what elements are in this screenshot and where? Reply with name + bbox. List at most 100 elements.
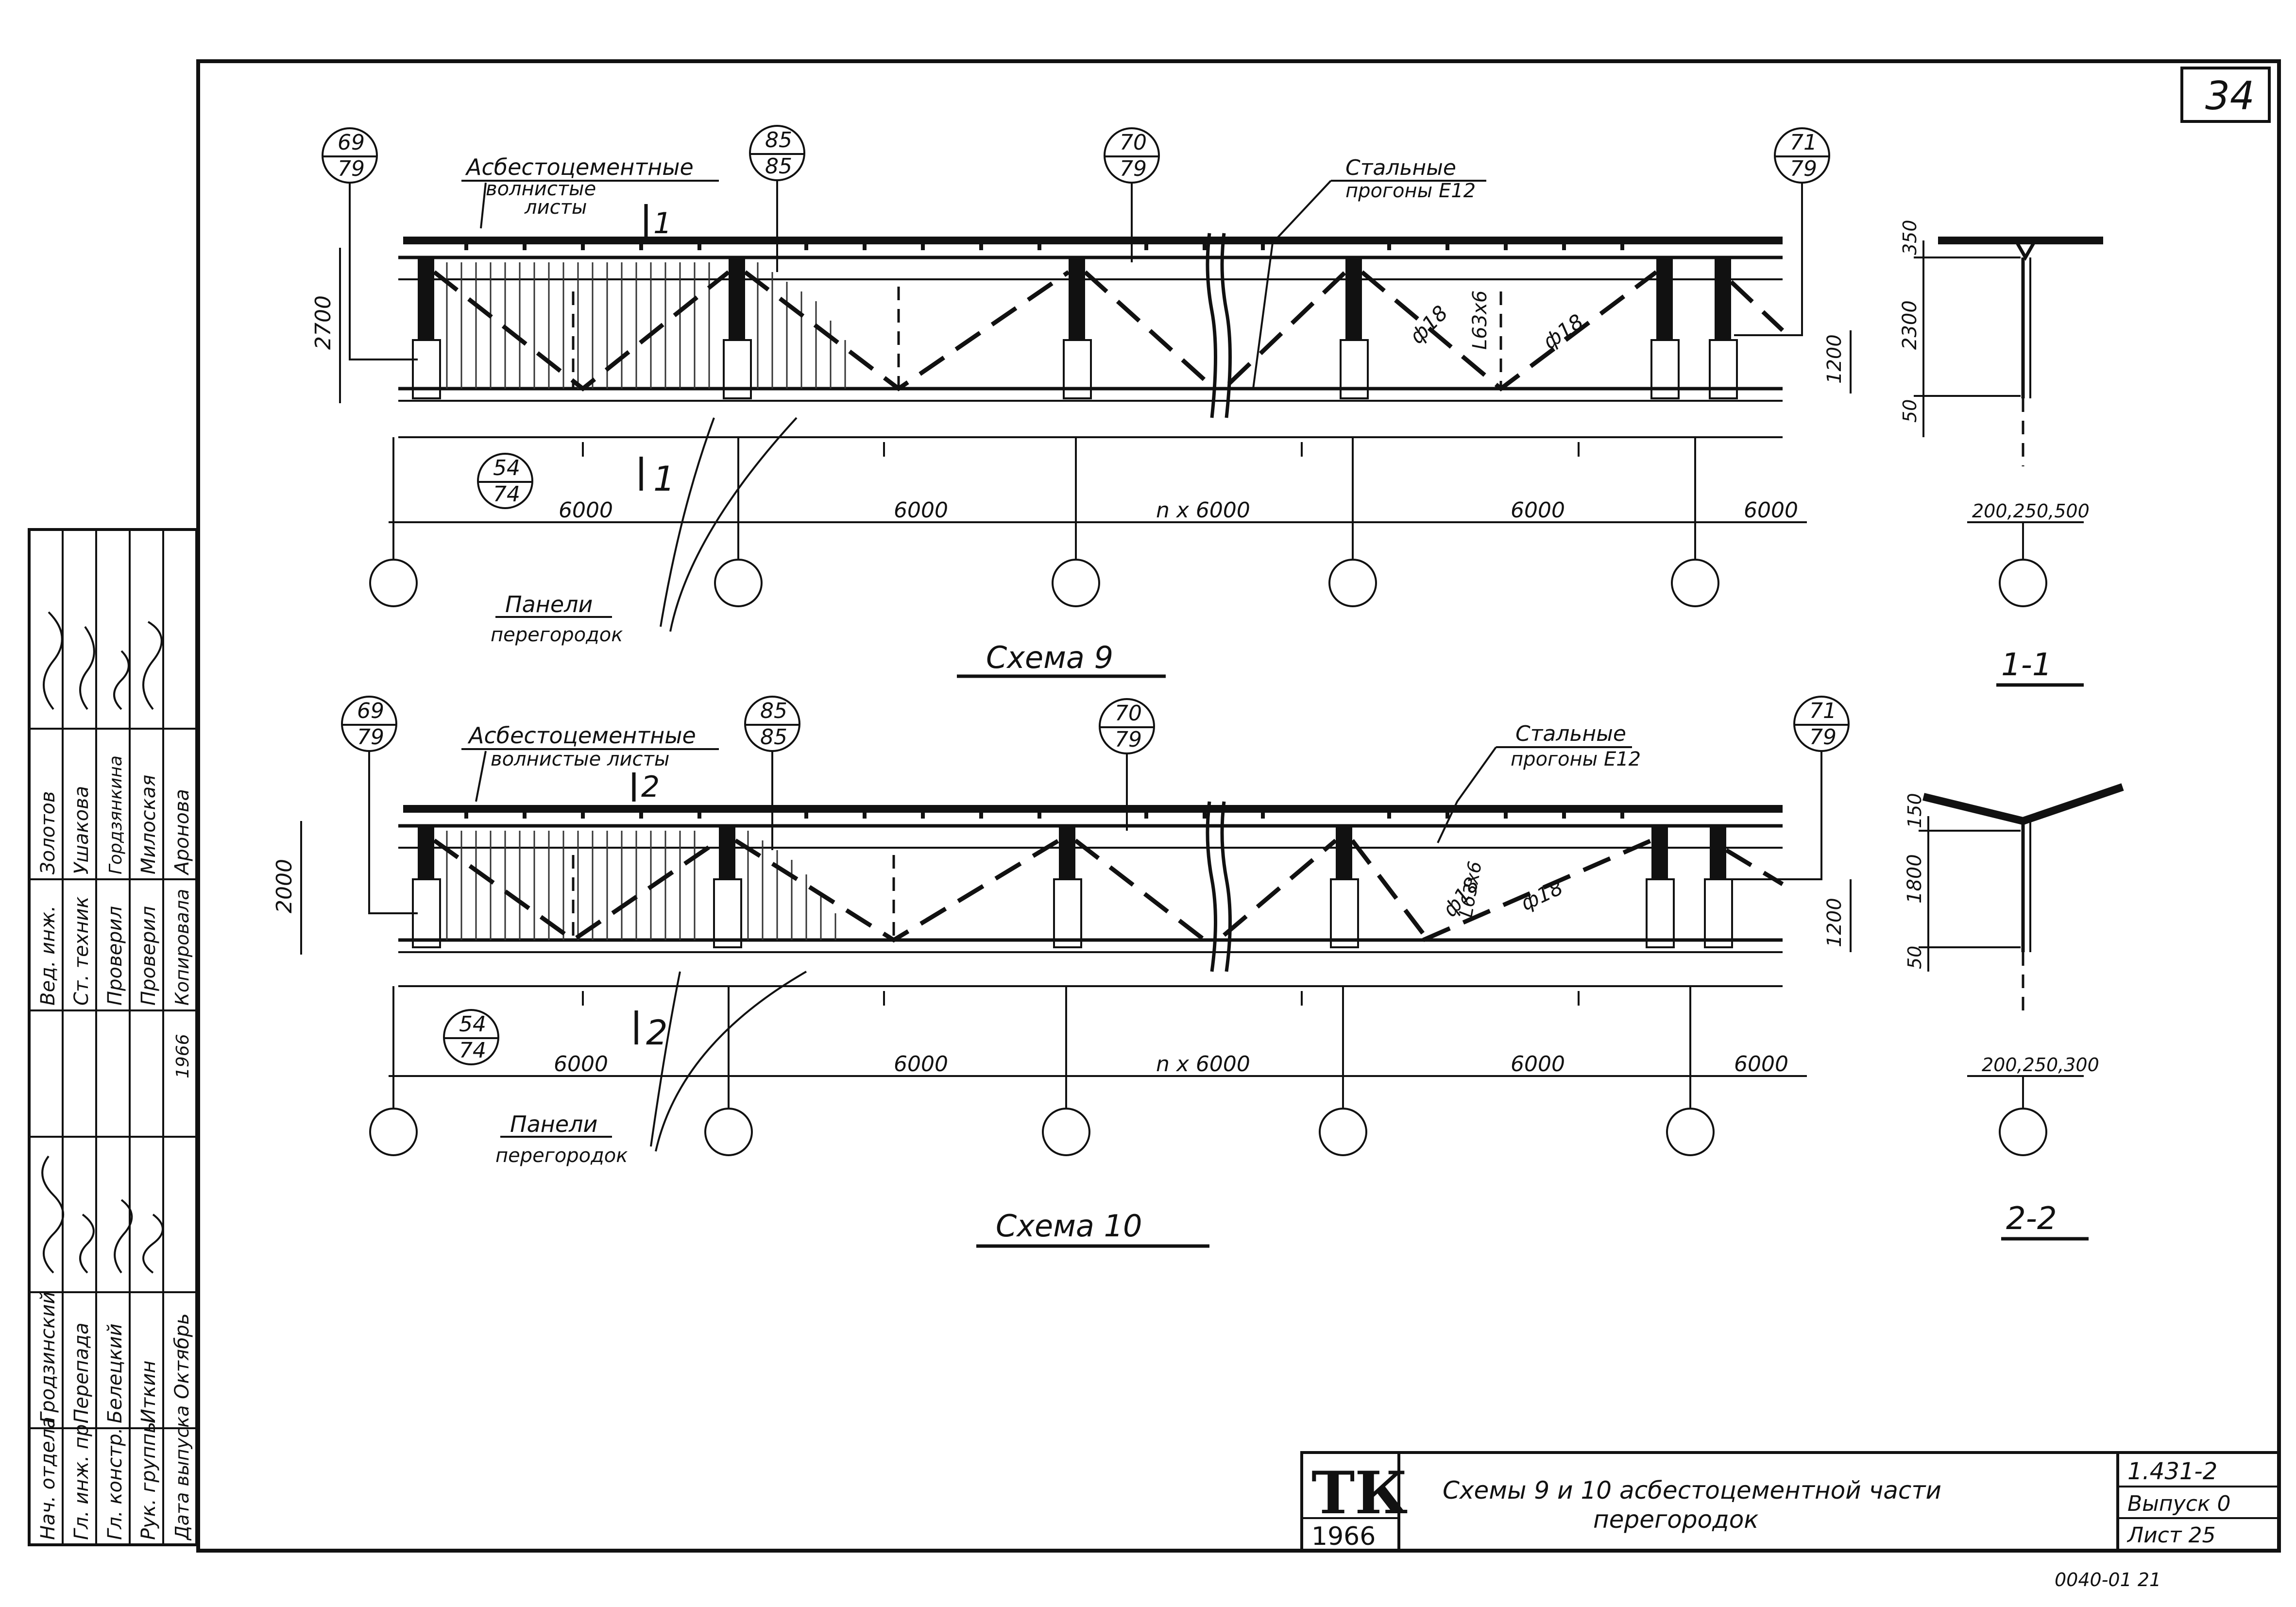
- svg-text:Перепада: Перепада: [70, 1322, 93, 1423]
- roof-ticks: [464, 809, 1624, 819]
- label-purlins-1: Стальные: [1515, 721, 1626, 746]
- stamp-description-1: Схемы 9 и 10 асбестоцементной части: [1443, 1476, 1941, 1504]
- leader: [660, 417, 715, 627]
- section-2-2: 150 1800 50 200,250,300 2-2: [1904, 783, 2124, 1241]
- span-4: 6000: [1511, 498, 1565, 523]
- signature-scribble: [142, 621, 163, 710]
- footer-number: 0040-01 21: [2055, 1569, 2161, 1590]
- signature-scribble: [79, 626, 95, 710]
- svg-text:79: 79: [357, 725, 384, 750]
- svg-text:Гл. констр.: Гл. констр.: [104, 1428, 126, 1540]
- label-asbestos-1: Асбестоцементные: [465, 154, 694, 180]
- grid-axis-circle: [369, 1108, 418, 1156]
- columns: [412, 257, 1738, 399]
- svg-text:Белецкий: Белецкий: [104, 1323, 126, 1423]
- svg-text:Милоская: Милоская: [137, 775, 160, 874]
- stamp-year: 1966: [1311, 1522, 1376, 1551]
- roof-ticks: [464, 240, 1624, 250]
- svg-text:Иткин: Иткин: [137, 1360, 160, 1423]
- grid-axis-circle: [369, 559, 418, 607]
- svg-text:Гл. инж. пр.: Гл. инж. пр.: [70, 1418, 93, 1540]
- svg-text:85: 85: [765, 154, 792, 179]
- callout-85-85: 85 85: [744, 696, 800, 850]
- callout-69-79: 69 79: [322, 127, 418, 360]
- svg-text:71: 71: [1809, 699, 1837, 723]
- label-purlins-2: прогоны Е12: [1511, 748, 1641, 770]
- label-asbestos-2: волнистые: [486, 178, 596, 200]
- section-2-dims: 200,250,300: [1982, 1054, 2099, 1076]
- svg-text:69: 69: [357, 699, 384, 723]
- svg-text:Ушакова: Ушакова: [70, 786, 93, 874]
- svg-text:79: 79: [1809, 725, 1837, 750]
- callout-70-79: 70 79: [1099, 698, 1155, 831]
- leader: [655, 971, 807, 1152]
- grid-axis-circle: [1666, 1108, 1715, 1156]
- leader: [475, 751, 487, 802]
- svg-text:Дата выпуска: Дата выпуска: [171, 1405, 193, 1541]
- svg-text:79: 79: [1115, 727, 1142, 752]
- span-5: 6000: [1744, 498, 1798, 523]
- cut-mark: 1: [653, 206, 672, 240]
- scheme-9-title: Схема 9: [986, 640, 1113, 675]
- span-2: 6000: [894, 1052, 948, 1077]
- callout-70-79: 70 79: [1104, 127, 1160, 262]
- grid-axes: [369, 986, 1715, 1156]
- callout-85-85: 85 85: [749, 125, 805, 272]
- svg-text:79: 79: [338, 156, 365, 181]
- title-stamp: ТК 1966 Схемы 9 и 10 асбестоцементной ча…: [1300, 1451, 2280, 1552]
- label-panels-2: перегородок: [491, 624, 623, 646]
- label-asbestos-3: листы: [524, 196, 587, 219]
- grid-axis-circle: [714, 559, 763, 607]
- hatched-panels: [446, 262, 846, 389]
- label-panels-2: перегородок: [495, 1145, 628, 1167]
- svg-text:Гродзинский: Гродзинский: [37, 1292, 59, 1423]
- svg-text:Октябрь: Октябрь: [171, 1313, 193, 1399]
- leader: [1437, 746, 1497, 843]
- svg-text:85: 85: [760, 725, 787, 750]
- svg-text:Копировала: Копировала: [171, 889, 193, 1006]
- section-1-title: 1-1: [2001, 647, 2052, 683]
- span-1: 6000: [554, 1052, 608, 1077]
- callout-71-79: 71 79: [1734, 127, 1830, 336]
- right-dim-text: 1200: [1823, 334, 1846, 384]
- svg-text:69: 69: [338, 130, 365, 155]
- callout-54-74: 54 74: [443, 1009, 499, 1065]
- svg-text:70: 70: [1115, 701, 1142, 726]
- bracing: [433, 270, 1785, 392]
- callout-69-79: 69 79: [341, 696, 418, 914]
- height-dim-text: 2000: [272, 859, 297, 913]
- hatched-panels: [446, 831, 836, 940]
- svg-text:1966: 1966: [173, 1034, 193, 1078]
- label-panels-1: Панели: [505, 591, 593, 617]
- svg-text:50: 50: [1899, 399, 1921, 423]
- svg-text:85: 85: [760, 699, 787, 723]
- columns: [412, 826, 1733, 948]
- grid-axes: [369, 437, 1719, 607]
- grid-axis-circle: [1042, 1108, 1090, 1156]
- page-number-box: [2180, 67, 2271, 123]
- svg-text:1800: 1800: [1904, 854, 1926, 904]
- signature-scribble: [79, 1214, 95, 1274]
- leader: [480, 182, 487, 229]
- svg-text:350: 350: [1899, 220, 1921, 255]
- label-purlins-1: Стальные: [1345, 155, 1456, 180]
- svg-text:Гордзянкина: Гордзянкина: [106, 755, 126, 874]
- svg-text:79: 79: [1120, 156, 1147, 181]
- bracing: [433, 838, 1784, 943]
- svg-text:85: 85: [765, 128, 792, 153]
- signature-scribble: [113, 650, 130, 710]
- floor-ticks: [582, 442, 1580, 457]
- break-marks: [1206, 801, 1232, 972]
- signature-scribble: [41, 1155, 64, 1274]
- section-2-title: 2-2: [2006, 1201, 2057, 1237]
- brace-label-2: L63x6: [1455, 859, 1486, 919]
- svg-text:71: 71: [1790, 130, 1817, 155]
- height-dim-text: 2700: [311, 295, 336, 350]
- brace-label-2: L63x6: [1469, 291, 1491, 350]
- scheme-10: 2000 1200 6000 6000 n x 6000 6000 6000 6…: [272, 696, 1852, 1248]
- svg-text:2300: 2300: [1899, 300, 1921, 350]
- stamp-sheet: Лист 25: [2126, 1523, 2215, 1548]
- scheme-10-title: Схема 10: [996, 1208, 1142, 1244]
- grid-axis-circle: [1319, 1108, 1367, 1156]
